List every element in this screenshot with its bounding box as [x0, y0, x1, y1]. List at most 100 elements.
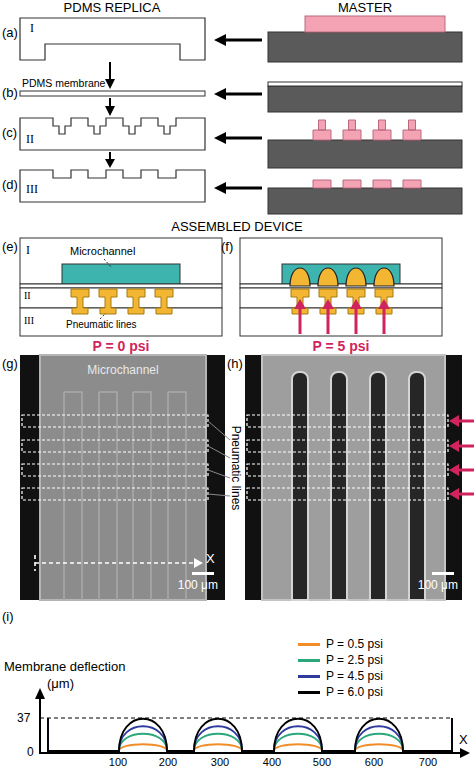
part-label: Pneumatic lines — [66, 320, 137, 330]
process-arrow — [224, 40, 262, 188]
arrow-head — [35, 688, 470, 758]
tick-label: 300 — [211, 757, 229, 768]
panel-letter: (h) — [227, 357, 243, 370]
legend-row: P = 6.0 psi — [298, 686, 468, 700]
scale-label: 100 μm — [178, 579, 218, 591]
axis-title: Membrane deflection — [4, 660, 125, 673]
tick-label: 400 — [263, 757, 281, 768]
tick-label: 500 — [313, 757, 331, 768]
legend-text: P = 4.5 psi — [326, 670, 383, 682]
layer-two — [240, 288, 442, 308]
column-heading: MASTER — [338, 1, 392, 14]
panel-letter: (c) — [2, 126, 17, 139]
layer-number: II — [26, 133, 34, 145]
layer-three — [240, 308, 442, 336]
deflected-membrane — [290, 268, 394, 286]
part-label: PDMS membrane — [22, 78, 105, 89]
deflection-curve — [48, 718, 452, 751]
master-wafer — [268, 86, 462, 112]
master-wafer — [268, 140, 462, 168]
scale-bar — [432, 572, 454, 575]
tick-label: 700 — [419, 757, 437, 768]
pdms-membrane — [20, 91, 205, 96]
legend-swatch — [298, 643, 320, 646]
deflected-line — [292, 372, 425, 600]
scale-label: 100 μm — [418, 579, 458, 591]
plot-axis — [39, 697, 461, 754]
microchannel — [62, 264, 180, 284]
pressure-label: P = 0 psi — [93, 339, 150, 353]
deflection-curve — [48, 718, 452, 751]
part-label: Microchannel — [87, 364, 158, 376]
tick-label: 37 — [17, 712, 30, 724]
master-posts — [313, 120, 421, 140]
master-posts — [313, 180, 421, 188]
legend-text: P = 0.5 psi — [326, 638, 383, 650]
legend-swatch — [298, 675, 320, 678]
leader-line — [208, 421, 230, 496]
pdms-replica — [20, 18, 205, 60]
deflection-curve — [48, 718, 452, 751]
pressure-arrow — [457, 421, 474, 494]
layer-number: III — [24, 316, 34, 326]
legend-row: P = 2.5 psi — [298, 654, 468, 668]
layer-number: I — [30, 22, 34, 34]
dashed-outline — [247, 415, 448, 500]
panel-letter: (a) — [2, 26, 18, 39]
tick-label: 100 — [109, 757, 127, 768]
tick-label: 200 — [159, 757, 177, 768]
part-label: Pneumatic lines — [230, 426, 242, 511]
axis-unit: (μm) — [47, 677, 74, 690]
arrow-head — [449, 415, 459, 500]
pneumatic-line — [291, 289, 393, 314]
axis-label: X — [206, 552, 215, 565]
arrow-head — [214, 34, 226, 194]
layer-number: II — [24, 291, 31, 301]
column-heading: PDMS REPLICA — [64, 1, 161, 14]
layer-one — [240, 238, 442, 284]
micrograph — [20, 355, 225, 600]
membrane-layer — [240, 284, 442, 288]
legend-text: P = 2.5 psi — [326, 654, 383, 666]
channel-region — [262, 355, 445, 600]
arrow-head — [194, 558, 203, 568]
scale-bar — [192, 572, 214, 575]
master-wafer — [268, 32, 462, 62]
panel-letter: (b) — [2, 86, 18, 99]
panel-letter: (f) — [221, 240, 233, 253]
layer-number: III — [26, 183, 38, 195]
legend-row: P = 0.5 psi — [298, 638, 468, 652]
arrow-head — [105, 79, 115, 168]
spun-membrane — [268, 82, 462, 86]
line-outline — [64, 392, 186, 600]
legend-row: P = 4.5 psi — [298, 670, 468, 684]
dashed-outline — [22, 415, 208, 500]
legend-swatch — [298, 691, 320, 694]
max-line — [40, 718, 452, 719]
part-label: Microchannel — [70, 246, 135, 257]
axis-arrow — [35, 555, 196, 571]
legend-swatch — [298, 659, 320, 662]
panel-letter: (e) — [2, 240, 18, 253]
tick-label: 600 — [365, 757, 383, 768]
micrograph — [245, 355, 462, 600]
membrane-layer — [20, 284, 222, 288]
pressure-arrow — [300, 307, 384, 334]
layer-two — [20, 288, 222, 308]
legend-text: P = 6.0 psi — [326, 686, 383, 698]
tick-label: 0 — [27, 746, 34, 758]
pdms-replica — [20, 118, 205, 150]
arrow-head — [294, 299, 390, 309]
layer-number: I — [26, 244, 30, 256]
leader-line — [100, 259, 112, 319]
pneumatic-line — [71, 289, 173, 314]
layer-three — [20, 308, 222, 336]
axis-label: X — [459, 733, 468, 746]
pdms-replica — [20, 170, 205, 202]
deflection-curve — [48, 718, 452, 751]
master-mold — [305, 16, 445, 32]
pressure-label: P = 5 psi — [313, 339, 370, 353]
section-heading: ASSEMBLED DEVICE — [171, 220, 303, 233]
